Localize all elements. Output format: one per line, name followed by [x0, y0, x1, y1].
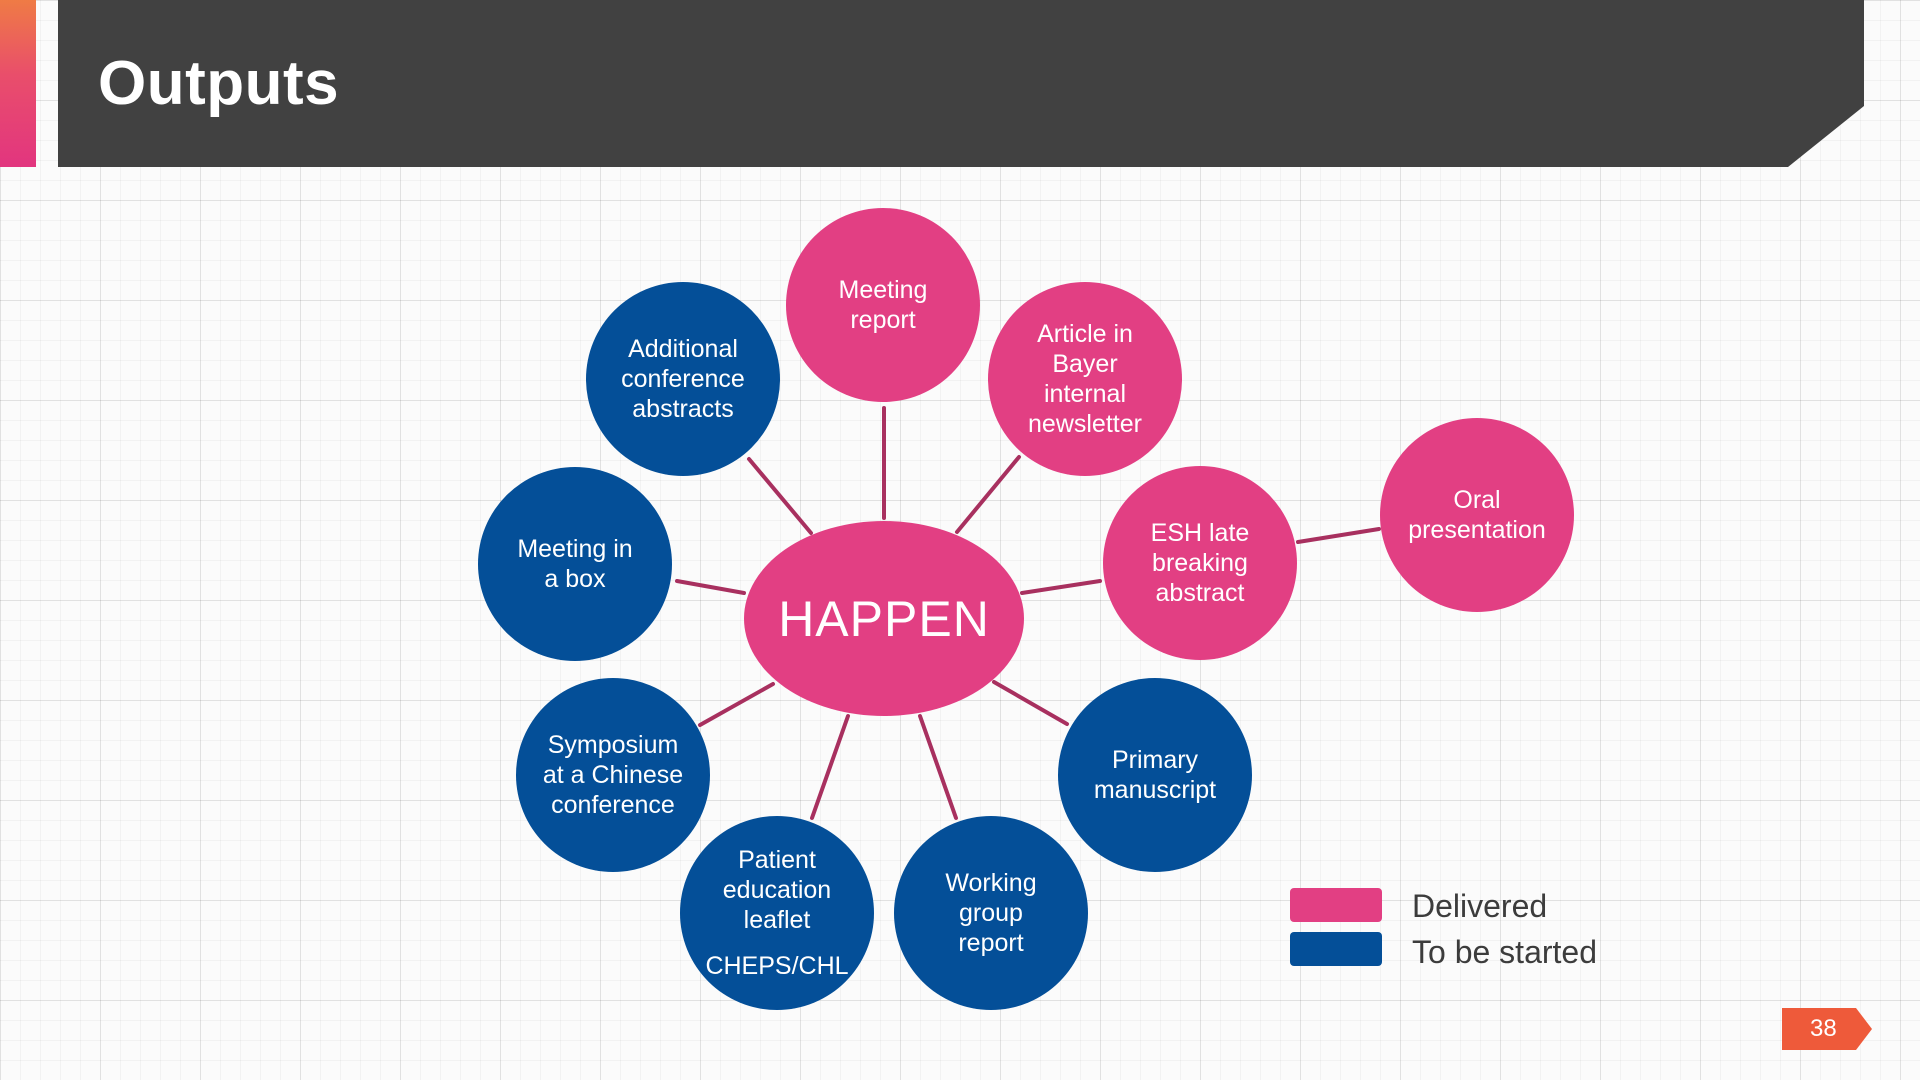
node-label-line: internal: [1044, 380, 1126, 408]
legend-swatch-delivered: [1290, 888, 1382, 922]
connector-patient-leaflet: [810, 714, 850, 820]
node-label-line: report: [850, 306, 916, 334]
node-label-line: conference: [551, 791, 675, 819]
slide-title: Outputs: [98, 49, 340, 118]
node-label-line: Oral: [1453, 486, 1501, 514]
node-label-line: leaflet: [743, 906, 811, 934]
node-label-line: newsletter: [1028, 410, 1142, 438]
node-label-line: Meeting in: [517, 535, 633, 563]
node-label-line: ESH late: [1150, 519, 1250, 547]
node-label-line: abstracts: [632, 395, 734, 423]
legend-label-to-be-started: To be started: [1412, 934, 1597, 970]
node-label-line: breaking: [1152, 549, 1248, 577]
connector-additional-abstracts: [747, 457, 813, 535]
node-label-line: education: [722, 876, 832, 904]
node-label-line: presentation: [1408, 516, 1546, 544]
node-label-line: Patient: [738, 846, 816, 874]
node-label-line: Working: [945, 869, 1037, 897]
hub-label: HAPPEN: [778, 590, 990, 647]
connector-symposium: [698, 682, 775, 727]
legend-label-delivered: Delivered: [1412, 888, 1548, 924]
connector-oral-presentation: [1296, 527, 1381, 544]
node-label-line: abstract: [1155, 579, 1245, 607]
legend-swatch-to-be-started: [1290, 932, 1382, 966]
node-label-line: Article in: [1037, 320, 1133, 348]
node-label-line: a box: [544, 565, 606, 593]
node-label-line: Bayer: [1052, 350, 1118, 378]
title-accent-bar: [0, 0, 36, 167]
connector-primary-manuscript: [992, 680, 1069, 726]
node-label-line: report: [958, 929, 1024, 957]
node-label-line: group: [959, 899, 1023, 927]
hub-node-happen: HAPPEN: [744, 521, 1024, 716]
node-label-line: Additional: [628, 335, 738, 363]
connector-esh-abstract: [1020, 579, 1102, 595]
node-label-line: manuscript: [1093, 776, 1217, 804]
page-number: 38: [1810, 1015, 1837, 1042]
title-bar: [58, 0, 1864, 167]
connector-newsletter: [955, 455, 1021, 534]
connector-working-group: [918, 714, 958, 820]
node-label-line: conference: [621, 365, 745, 393]
node-label-line: Meeting: [838, 276, 928, 304]
connector-meeting-in-a-box: [675, 579, 746, 595]
node-sub-label: CHEPS/CHL: [705, 952, 849, 980]
node-label-line: at a Chinese: [542, 761, 684, 789]
node-label-line: Primary: [1111, 746, 1199, 774]
node-label-line: Symposium: [547, 731, 679, 759]
page-number-badge: 38: [1782, 1008, 1872, 1050]
